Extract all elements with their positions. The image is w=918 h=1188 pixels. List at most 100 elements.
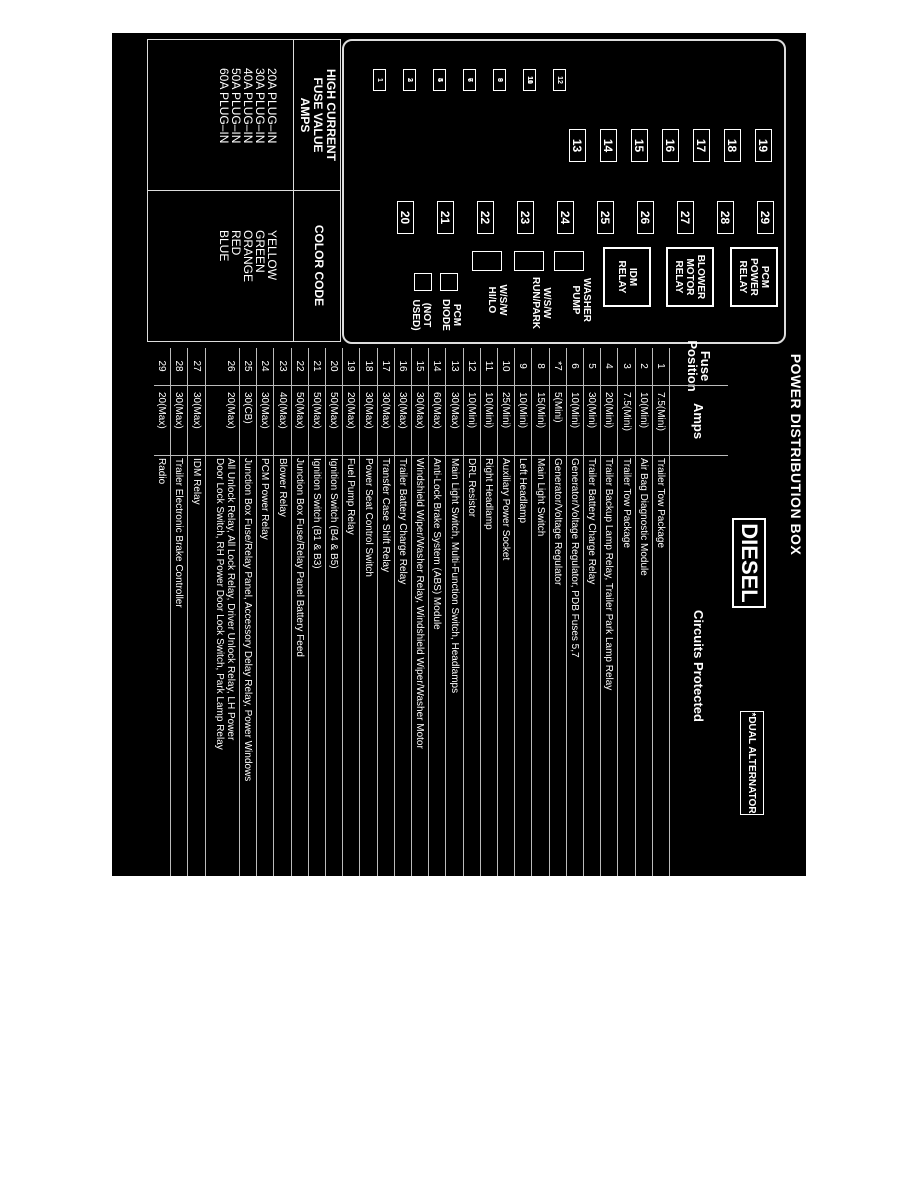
fuse-position-cell: 3 xyxy=(620,363,632,369)
amps-cell: 10(Mini) xyxy=(483,392,494,429)
circuit-cell: All Unlock Relay, All Lock Relay, Driver… xyxy=(214,458,236,750)
fuse-25: 25 xyxy=(597,201,614,234)
header-position: Fuse Position xyxy=(685,340,713,392)
fuse-position-cell: 17 xyxy=(379,360,391,372)
circuit-cell: Junction Box Fuse/Relay Panel Battery Fe… xyxy=(293,458,305,657)
not-used-label: (NOT USED) xyxy=(410,299,432,331)
amps-cell: 40(Max) xyxy=(276,392,288,429)
amps-cell: 20(Mini) xyxy=(603,392,615,429)
table-row: 4 20(Mini) Trailer Backup Lamp Relay, Trai… xyxy=(600,348,619,876)
fuse-3: 3 xyxy=(403,69,416,91)
amps-cell: 30(Max) xyxy=(362,392,374,429)
fuse-position-cell: 12 xyxy=(465,360,477,372)
table-row: 12 10(Mini) DRL Resistor xyxy=(462,348,481,876)
fuse-position-cell: 9 xyxy=(517,363,529,369)
fuse-position-cell: 15 xyxy=(414,360,426,372)
fuse-14: 14 xyxy=(600,129,617,162)
circuit-cell: Trailer Tow Package xyxy=(655,458,666,549)
wsw-runpark-label: W/S/W RUN/PARK xyxy=(530,276,552,330)
fuse-position-cell: 29 xyxy=(156,360,168,372)
circuit-cell: Generator/Voltage Regulator, PDB Fuses 5… xyxy=(569,458,580,658)
fuse-colors: YELLOW GREEN ORANGE RED BLUE xyxy=(217,230,279,283)
fuse-16: 16 xyxy=(662,129,679,162)
circuit-cell: Air Bag Diagnostic Module xyxy=(637,458,649,576)
fuse-23: 23 xyxy=(517,201,534,234)
circuit-cell: Left Headlamp xyxy=(517,458,529,524)
amps-cell: 30(Mini) xyxy=(586,392,598,429)
circuit-cell: Main Light Switch, Multi-Function Switch… xyxy=(448,458,460,694)
fuse-position-cell: 1 xyxy=(655,363,666,369)
wsw-hilo-label: W/S/W HI/LO xyxy=(486,284,508,316)
amps-cell: 10(Mini) xyxy=(569,392,580,429)
table-row: 1 7.5(Mini) Trailer Tow Package xyxy=(651,348,670,876)
fuse-position-cell: 4 xyxy=(603,363,615,369)
amps-cell: 50(Max) xyxy=(328,392,340,429)
circuit-cell: Junction Box Fuse/Relay Panel, Accessory… xyxy=(242,458,254,782)
fuse-position-cell: 10 xyxy=(500,360,512,372)
fuse-1: 1 xyxy=(373,69,386,91)
table-row: 9 10(Mini) Left Headlamp xyxy=(514,348,533,876)
amps-cell: 30(Max) xyxy=(448,392,460,429)
amps-cell: 30(CB) xyxy=(242,392,254,424)
circuit-cell: PCM Power Relay xyxy=(259,458,271,540)
wsw-hilo-slot xyxy=(472,251,502,271)
fuse-29: 29 xyxy=(757,201,774,234)
amps-cell: 7.5(Mini) xyxy=(620,392,632,431)
diesel-label: DIESEL xyxy=(732,518,766,608)
fuse-24: 24 xyxy=(557,201,574,234)
fuse-21: 21 xyxy=(437,201,454,234)
fuse-27: 27 xyxy=(677,201,694,234)
circuit-cell: Trailer Backup Lamp Relay, Trailer Park … xyxy=(603,458,615,691)
fuse-values: 20A PLUG–IN 30A PLUG–IN 40A PLUG–IN 50A … xyxy=(217,68,279,144)
amps-cell: 7.5(Mini) xyxy=(655,392,666,431)
amps-cell: 30(Max) xyxy=(173,392,185,429)
fuse-7: 7 xyxy=(463,69,476,91)
fuse-position-cell: 20 xyxy=(328,360,340,372)
fuse-9: 9 xyxy=(493,69,506,91)
circuit-cell: Main Light Switch xyxy=(534,458,546,537)
table-row: 19 20(Max) Fuel Pump Relay xyxy=(342,348,361,876)
wsw-runpark-slot xyxy=(514,251,544,271)
not-used-slot xyxy=(414,273,432,291)
fuse-15: 15 xyxy=(631,129,648,162)
amps-cell: 50(Max) xyxy=(293,392,305,429)
amps-cell: 30(Max) xyxy=(414,392,426,429)
fuse-value-heading: HIGH CURRENT FUSE VALUE AMPS xyxy=(298,69,338,161)
amps-cell: 10(Mini) xyxy=(517,392,529,429)
amps-cell: 20(Max) xyxy=(225,392,236,429)
fuse-position-cell: *7 xyxy=(551,361,563,371)
amps-cell: 20(Max) xyxy=(156,392,168,429)
fuse-position-cell: 19 xyxy=(345,360,357,372)
fuse-position-cell: 24 xyxy=(259,360,271,372)
header-amps: Amps xyxy=(691,402,707,440)
circuit-cell: Ignition Switch (B1 & B3) xyxy=(311,458,322,569)
circuit-cell: Transfer Case Shift Relay xyxy=(379,458,391,573)
fuse-position-cell: 28 xyxy=(173,360,185,372)
circuit-cell: DRL Resistor xyxy=(465,458,477,518)
amps-cell: 30(Max) xyxy=(379,392,391,429)
high-current-legend: HIGH CURRENT FUSE VALUE AMPS COLOR CODE … xyxy=(147,39,341,342)
amps-cell: 20(Max) xyxy=(345,392,357,429)
circuit-cell: Anti-Lock Brake System (ABS) Module xyxy=(431,458,443,630)
circuit-cell: Windshield Wiper/Washer Relay, Windshiel… xyxy=(414,458,426,749)
circuit-cell: Right Headlamp xyxy=(483,458,494,530)
fuse-position-cell: 26 xyxy=(225,360,236,372)
circuit-cell: Generator/Voltage Regulator xyxy=(551,458,563,586)
amps-cell: 10(Mini) xyxy=(465,392,477,429)
circuit-cell: Radio xyxy=(156,458,168,485)
fuse-20: 20 xyxy=(397,201,414,234)
fuse-26: 26 xyxy=(637,201,654,234)
circuit-cell: Fuel Pump Relay xyxy=(345,458,357,535)
